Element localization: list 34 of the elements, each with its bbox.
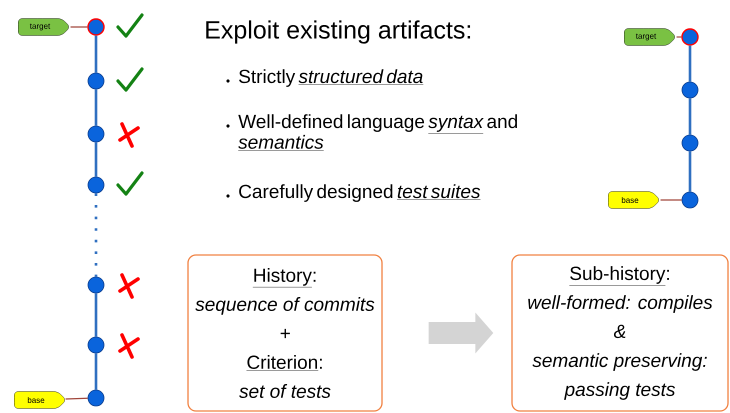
commit-dot — [88, 390, 104, 406]
commit-dot — [681, 28, 699, 46]
commit-dot — [88, 176, 104, 194]
connector-line — [94, 293, 98, 337]
text-box: Sub-history: well-formed: compiles & semantic preserving: passing tests — [511, 254, 729, 412]
connector-line — [94, 193, 98, 277]
commit-dot — [88, 126, 104, 142]
connector-line — [70, 26, 88, 28]
commit-dot — [682, 134, 698, 152]
branch-tag: target — [624, 28, 675, 46]
connector-line — [688, 46, 692, 82]
bullet-item: Well-defined language syntax and semantics — [238, 114, 517, 150]
connector-line — [94, 353, 98, 390]
commit-dot — [682, 82, 698, 98]
commit-dot — [88, 336, 104, 354]
connector-line — [94, 142, 98, 177]
branch-tag: base — [608, 191, 659, 209]
bullet-item: Carefully designed test suites — [239, 184, 481, 202]
commit-dot — [682, 192, 698, 208]
commit-dot — [87, 18, 105, 36]
commit-dot — [88, 276, 104, 294]
connector-line — [676, 36, 682, 38]
branch-tag: base — [14, 391, 65, 409]
connector-line — [94, 36, 98, 73]
connector-line — [660, 199, 682, 201]
title: Exploit existing artifacts: — [206, 20, 470, 44]
connector-line — [688, 151, 692, 192]
text-box: History: sequence of commits + Criterion: set of tests — [187, 254, 383, 412]
connector-line — [66, 398, 88, 400]
bullet-item: Strictly structured data — [239, 69, 424, 87]
commit-dot — [88, 72, 104, 90]
connector-line — [688, 98, 692, 135]
branch-tag: target — [18, 18, 69, 36]
connector-line — [94, 89, 98, 126]
